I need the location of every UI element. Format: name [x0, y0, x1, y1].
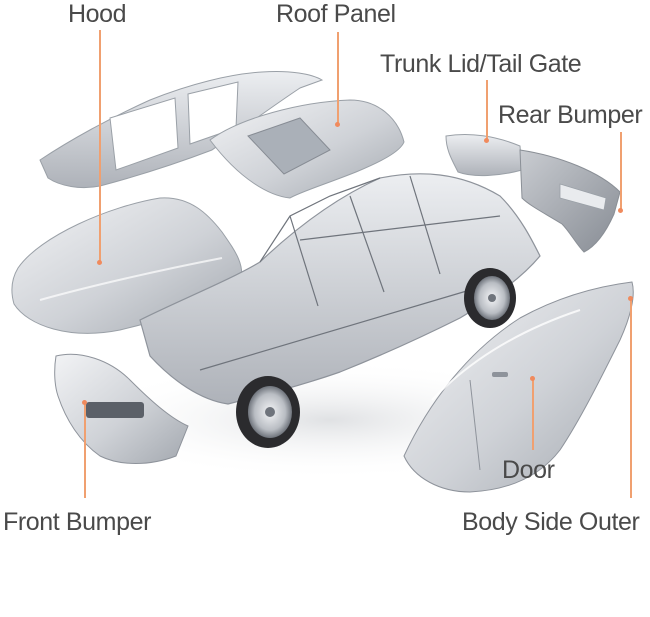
body-side-outer-panel [403, 281, 634, 493]
hood-marker-dot [97, 260, 102, 265]
door-marker-dot [530, 376, 535, 381]
hood-label: Hood [68, 0, 127, 28]
front-window-opening [109, 97, 179, 171]
body-side-outer-label: Body Side Outer [462, 508, 640, 536]
hood-highlight [39, 257, 223, 301]
door-label: Door [502, 456, 555, 484]
front-bumper-leader-line [84, 402, 86, 498]
trunk-lid-marker-dot [484, 138, 489, 143]
body-side-outer-marker-dot [628, 296, 633, 301]
rear-bumper-label: Rear Bumper [498, 101, 643, 129]
trunk-lid-label: Trunk Lid/Tail Gate [380, 50, 582, 78]
body-side-outer-leader-line [630, 298, 632, 498]
front-bumper-label: Front Bumper [3, 508, 152, 536]
sunroof-opening [247, 117, 331, 175]
front-wheel [236, 376, 300, 448]
trunk-lid-leader-line [486, 80, 488, 140]
side-frame-panel [39, 71, 324, 189]
rear-bumper-leader-line [620, 132, 622, 210]
roof-panel-marker-dot [335, 122, 340, 127]
hood-leader-line [99, 30, 101, 262]
roof-panel-label: Roof Panel [276, 0, 396, 28]
rear-bumper-detail [559, 183, 607, 211]
door-seam [469, 379, 481, 471]
front-grille [86, 402, 144, 418]
rear-bumper-marker-dot [618, 208, 623, 213]
door-handle [492, 372, 508, 377]
door-leader-line [532, 378, 534, 450]
door-highlight [431, 309, 581, 401]
trunk-lid-panel [445, 133, 523, 177]
roof-panel-leader-line [337, 32, 339, 124]
front-bumper-marker-dot [82, 400, 87, 405]
rear-wheel [464, 268, 516, 328]
